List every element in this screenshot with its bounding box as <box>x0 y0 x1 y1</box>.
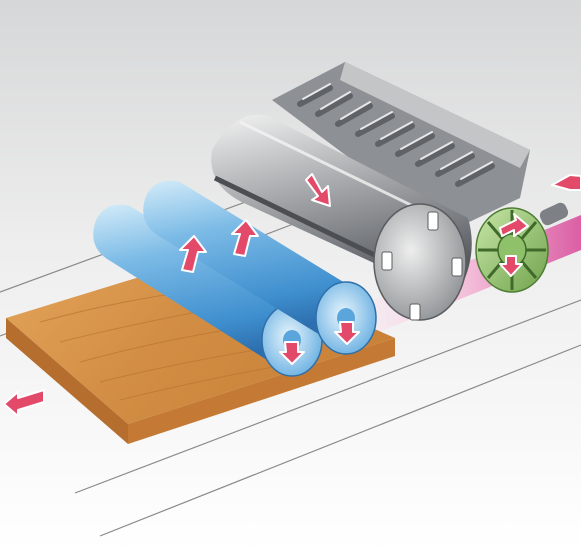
arrow-inflow-icon <box>551 174 581 191</box>
rotation-arrow-icon <box>279 341 305 365</box>
rotation-arrow-icon <box>499 213 529 237</box>
rotation-arrow-icon <box>179 235 207 273</box>
motion-arrows <box>3 173 581 417</box>
arrow-outflow-icon <box>3 389 45 417</box>
rotation-arrow-icon <box>499 255 523 277</box>
rotation-arrow-icon <box>334 321 360 345</box>
cutter-drum <box>211 114 472 321</box>
feed-roller-rear <box>143 180 377 355</box>
rotation-arrow-icon <box>305 173 331 207</box>
rotation-arrow-icon <box>231 219 259 257</box>
cutter-housing <box>272 62 530 232</box>
